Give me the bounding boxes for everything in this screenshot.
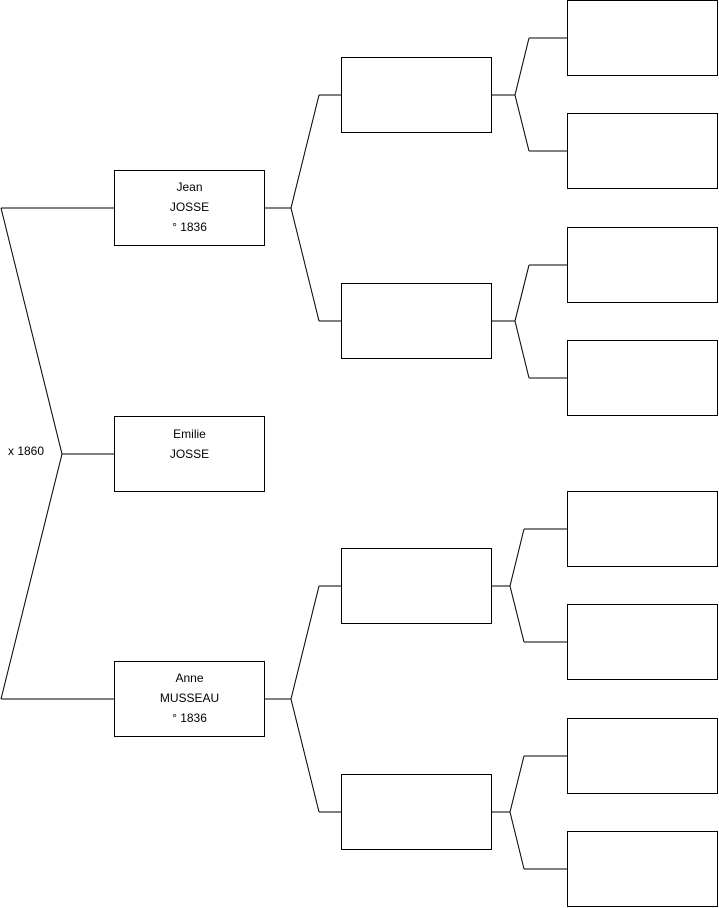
gp4-fork-upper-line — [509, 755, 525, 813]
person-box-great-grandparent-1[interactable] — [567, 0, 718, 76]
person-box-great-grandparent-7[interactable] — [567, 718, 718, 794]
gp1-fork-lower-line — [514, 94, 530, 152]
person-box-great-grandparent-2[interactable] — [567, 113, 718, 189]
gp3-fork-upper-line — [509, 528, 525, 587]
mother-last-name: MUSSEAU — [159, 691, 220, 705]
gp2-fork-upper-line — [514, 264, 530, 322]
child-first-name: Emilie — [173, 427, 206, 441]
father-last-name: JOSSE — [169, 200, 210, 214]
father-first-name: Jean — [176, 180, 203, 194]
person-box-great-grandparent-3[interactable] — [567, 227, 718, 303]
mother-fork-lower-line — [290, 698, 320, 813]
person-box-great-grandparent-5[interactable] — [567, 491, 718, 567]
father-fork-upper-line — [290, 94, 320, 209]
person-box-great-grandparent-6[interactable] — [567, 604, 718, 680]
person-box-grandparent-1[interactable] — [341, 57, 492, 133]
person-box-mother[interactable]: Anne MUSSEAU ° 1836 — [114, 661, 265, 737]
father-birth: ° 1836 — [172, 220, 207, 234]
gp4-fork-lower-line — [509, 811, 525, 870]
person-box-great-grandparent-4[interactable] — [567, 340, 718, 416]
mother-birth: ° 1836 — [172, 711, 207, 725]
father-fork-lower-line — [290, 207, 320, 322]
person-box-father[interactable]: Jean JOSSE ° 1836 — [114, 170, 265, 246]
person-box-child[interactable]: Emilie JOSSE — [114, 416, 265, 492]
gp3-fork-lower-line — [509, 585, 525, 643]
marriage-label: x 1860 — [8, 444, 45, 458]
child-last-name: JOSSE — [169, 447, 210, 461]
person-box-grandparent-2[interactable] — [341, 283, 492, 359]
mother-fork-upper-line — [290, 585, 320, 700]
gp2-fork-lower-line — [514, 320, 530, 379]
gp1-fork-upper-line — [514, 37, 530, 96]
mother-first-name: Anne — [175, 671, 204, 685]
person-box-great-grandparent-8[interactable] — [567, 831, 718, 907]
person-box-grandparent-3[interactable] — [341, 548, 492, 624]
fork-to-mother-line — [0, 453, 63, 700]
person-box-grandparent-4[interactable] — [341, 774, 492, 850]
fork-to-father-line — [0, 207, 63, 455]
